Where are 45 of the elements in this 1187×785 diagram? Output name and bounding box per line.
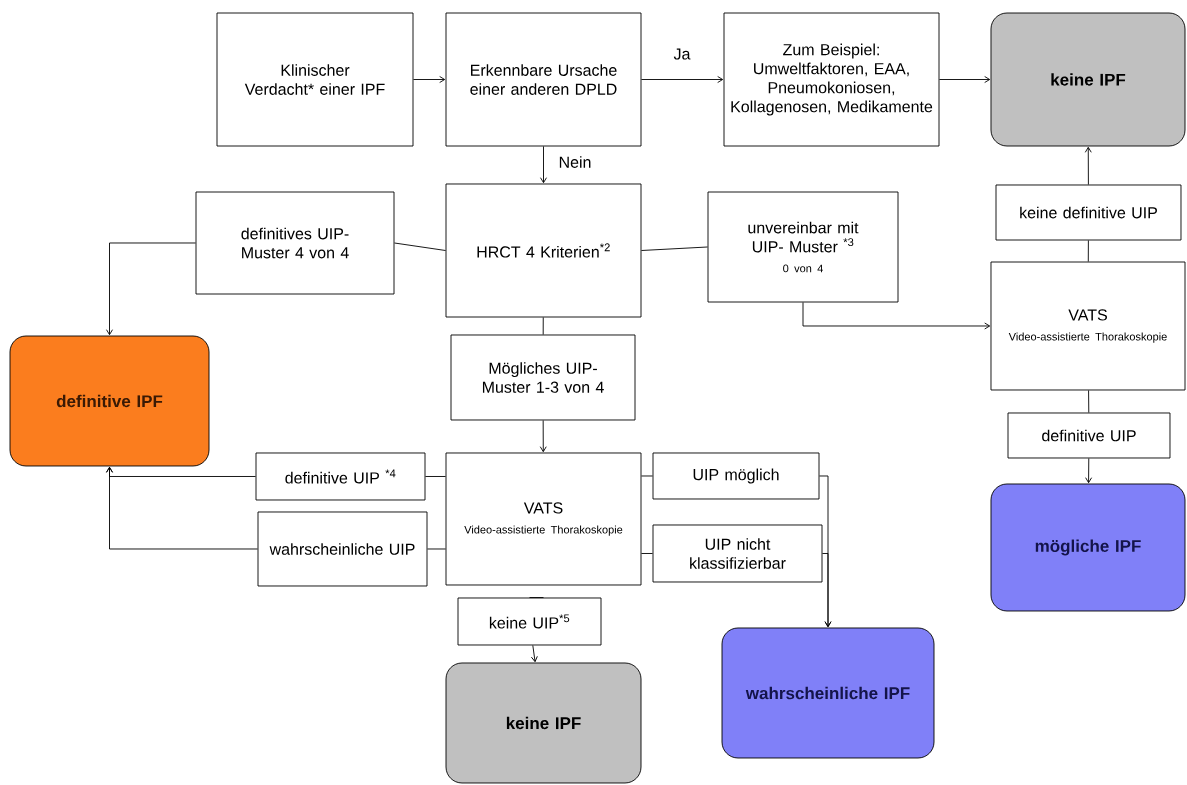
arrow [540, 146, 547, 184]
process-box: Klinischer Verdacht* einer IPF [216, 12, 414, 147]
connector-line [641, 246, 708, 251]
arrow [939, 76, 991, 83]
connector-line [542, 317, 544, 335]
process-box: keine UIP$^{*5}$ [457, 597, 602, 646]
process-box: Zum Beispiel: Umweltfaktoren, EAA, Pneumokoniosen, Kollagenosen, Medikamente [723, 12, 940, 147]
process-box: UIP nicht klassifizierbar [652, 524, 823, 583]
connector-line [529, 597, 544, 598]
process-box: definitive UIP $^{*4}$ [255, 452, 426, 501]
connector-line [641, 475, 653, 477]
process-box: Erkennbare Ursache einer anderen DPLD [445, 12, 642, 147]
process-box: keine definitive UIP [995, 184, 1182, 241]
process-box: definitives UIP- Muster 4 von 4 [195, 191, 395, 295]
connector-line [427, 548, 446, 550]
arrow [822, 553, 832, 628]
outcome-box: wahrscheinliche IPF [721, 627, 935, 759]
edge-label: Nein [557, 155, 593, 169]
process-box: unvereinbar mit UIP- Muster $^{*3}$ 0 von 4 [707, 191, 899, 303]
arrow [539, 420, 547, 453]
connector-line [1087, 240, 1089, 262]
arrow [641, 76, 724, 83]
outcome-box: definitive IPF [9, 335, 210, 467]
process-box: HRCT 4 Kriterien$^{*2}$ [445, 183, 642, 318]
arrow [1084, 146, 1092, 185]
process-box: VATS Video-assistierte Thorakoskopie [990, 261, 1186, 391]
process-box: Mögliches UIP- Muster 1-3 von 4 [450, 334, 636, 421]
outcome-box: mögliche IPF [990, 483, 1186, 612]
arrow [1085, 458, 1093, 484]
connector-line [1088, 390, 1090, 413]
outcome-box: keine IPF [990, 12, 1186, 147]
process-box: UIP möglich [652, 452, 820, 500]
process-box: wahrscheinliche UIP [257, 511, 428, 587]
connector-line [425, 476, 446, 477]
arrow [802, 302, 991, 330]
arrow [413, 76, 446, 83]
arrow [106, 466, 258, 550]
process-box: definitive UIP [1007, 412, 1171, 459]
connector-line [641, 553, 653, 554]
arrow [106, 242, 196, 336]
process-box: VATS Video-assistierte Thorakoskopie [445, 452, 642, 586]
arrow [530, 645, 538, 663]
edge-label: Ja [672, 47, 692, 61]
outcome-box: keine IPF [445, 662, 642, 784]
connector-line [394, 242, 446, 251]
